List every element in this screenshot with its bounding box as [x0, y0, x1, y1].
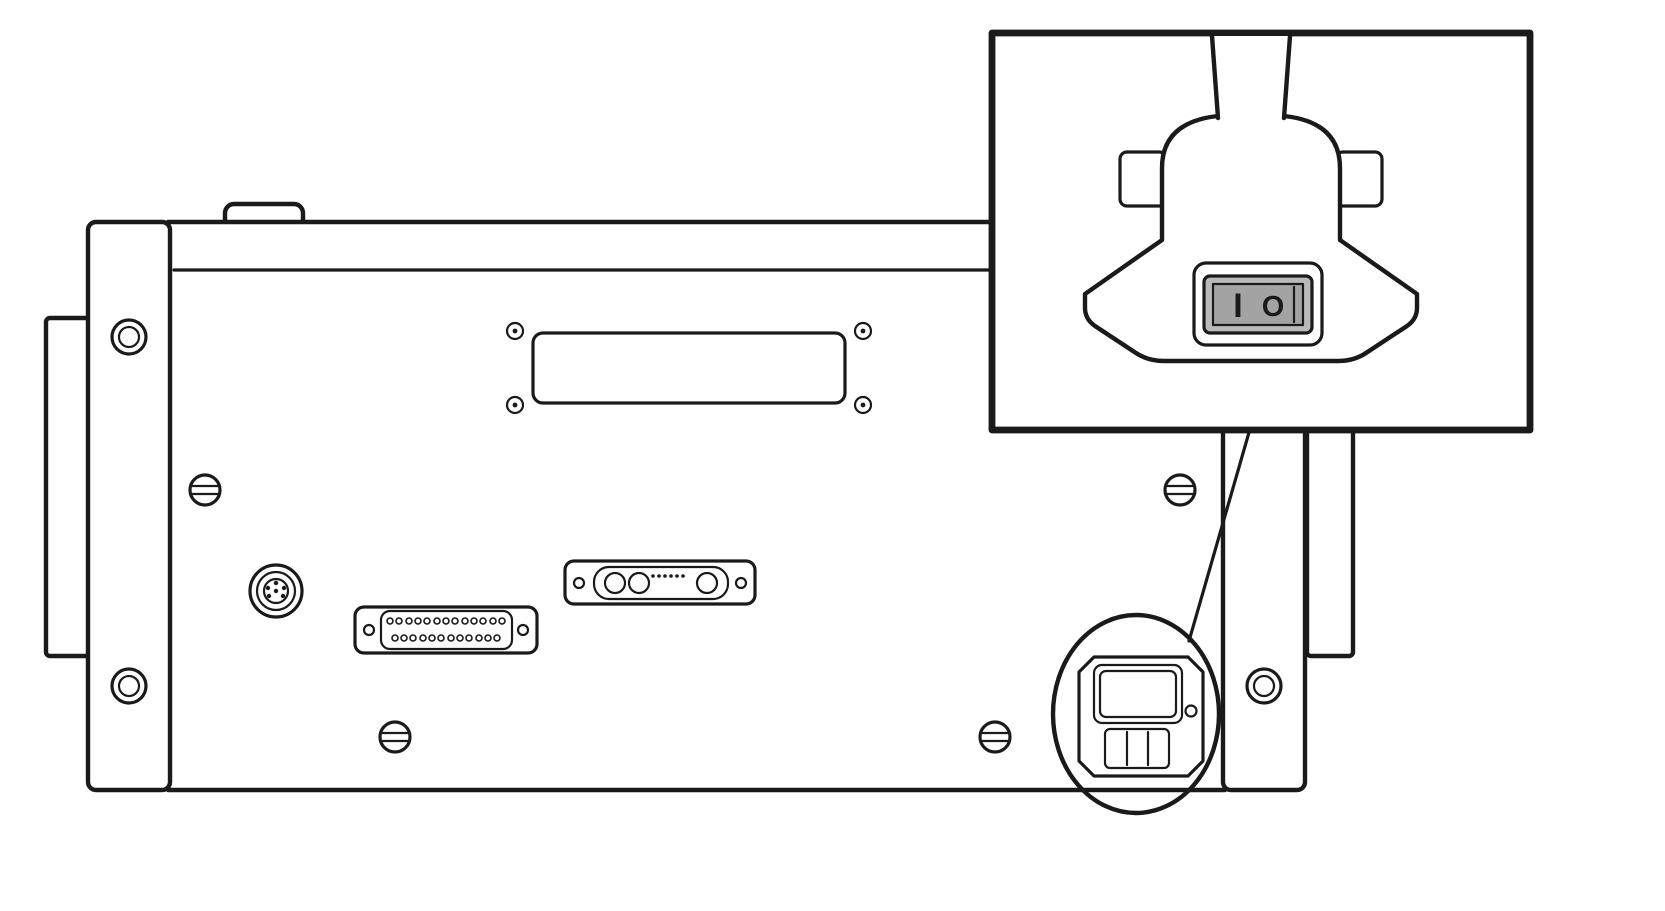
- power-inlet-module: [1077, 655, 1205, 778]
- screw: [188, 473, 222, 507]
- plug-side-tab-right: [1334, 150, 1384, 208]
- power-switch-inset: I O: [988, 29, 1534, 643]
- plug-body: [1082, 113, 1420, 364]
- blank-cover-plate: [505, 321, 873, 415]
- switch-recess-panel: [1192, 261, 1324, 347]
- power-inlet-indicator: [1184, 704, 1198, 718]
- switch-on-symbol: I: [1233, 287, 1242, 325]
- flathead-screws: [188, 473, 1197, 754]
- power-cord: [1209, 33, 1293, 121]
- rocker-switch-face: [1211, 282, 1305, 327]
- power-inlet-socket: [1092, 663, 1184, 725]
- cover-plate-screws: [505, 321, 873, 415]
- screw: [1163, 473, 1197, 507]
- power-rocker-switch-small: [1103, 727, 1171, 770]
- left-mounting-bracket: [85, 219, 173, 793]
- dsub-signal-pins: [651, 574, 685, 578]
- screw: [378, 720, 412, 754]
- din-pins: [265, 580, 287, 599]
- left-side-protrusion: [43, 315, 95, 659]
- power-rocker-switch-large: I O: [1202, 274, 1314, 335]
- db25-connector: [353, 605, 539, 655]
- db25-pins: [386, 617, 506, 642]
- switch-off-symbol: O: [1262, 291, 1285, 323]
- callout-leader-line: [1187, 420, 1254, 643]
- callout-circle: [1050, 612, 1222, 816]
- plug-side-tab-left: [1118, 150, 1168, 208]
- screw: [978, 720, 1012, 754]
- din-connector: [248, 563, 304, 619]
- combo-dsub-connector: [563, 559, 757, 606]
